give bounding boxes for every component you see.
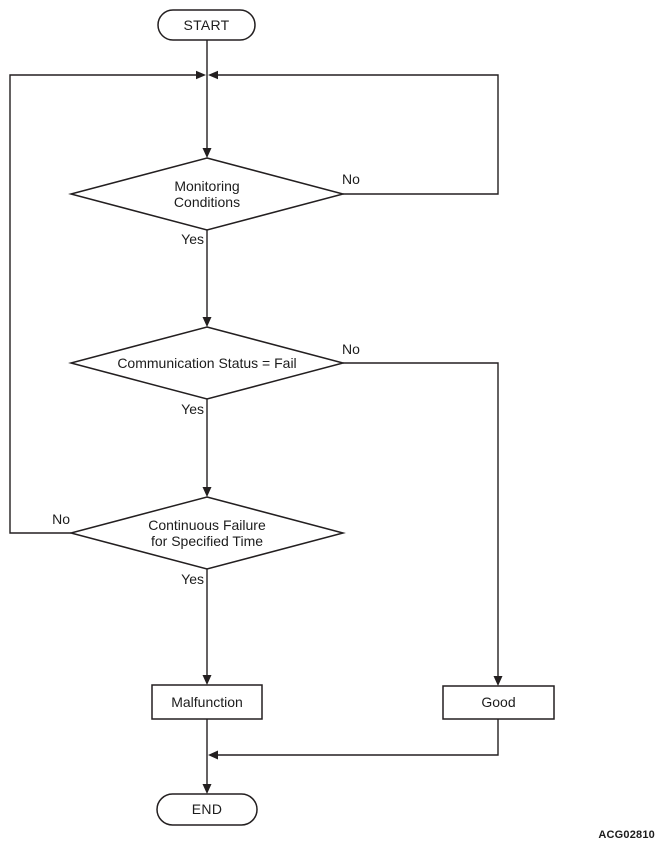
continuous-failure-label: Continuous Failure for Specified Time (107, 517, 307, 549)
arrowhead-into-monitoring (202, 148, 212, 158)
arrowhead-into-communication (202, 317, 212, 327)
decision-monitoring-conditions-shape (68, 157, 346, 231)
malfunction-process-label: Malfunction (171, 694, 243, 710)
continuous-failure-line1: Continuous Failure (148, 517, 266, 533)
process-malfunction-shape (151, 684, 263, 720)
process-good-shape (442, 685, 555, 720)
monitoring-conditions-line1: Monitoring (174, 178, 240, 194)
connector-continuous-no-loop (9, 74, 196, 534)
continuous-failure-line2: for Specified Time (150, 533, 264, 549)
terminal-end-shape (156, 793, 258, 826)
continuous-no-label: No (52, 511, 70, 527)
figure-code: ACG02810 (598, 829, 655, 841)
connector-monitoring-no-loop (218, 74, 499, 195)
good-process-label: Good (481, 694, 516, 710)
monitoring-conditions-label: Monitoring Conditions (107, 178, 307, 210)
continuous-yes-label: Yes (181, 571, 204, 587)
monitoring-yes-label: Yes (181, 231, 204, 247)
arrowhead-into-continuous (202, 487, 212, 497)
communication-status-label: Communication Status = Fail (117, 355, 297, 371)
arrowhead-into-end (202, 784, 212, 794)
terminal-start-shape (157, 9, 256, 41)
start-terminal-label: START (183, 17, 230, 33)
end-terminal-label: END (191, 801, 223, 817)
connector-communication-no-to-good (343, 362, 499, 676)
decision-communication-status-shape (68, 326, 346, 400)
arrowhead-left-into-junction (196, 70, 206, 80)
decision-continuous-failure-shape (68, 496, 346, 570)
communication-no-label: No (342, 341, 360, 357)
arrowhead-into-good (493, 676, 503, 686)
arrowhead-good-merge (208, 750, 218, 760)
arrowhead-into-malfunction (202, 675, 212, 685)
arrowhead-right-into-junction (208, 70, 218, 80)
monitoring-conditions-line2: Conditions (173, 194, 241, 210)
monitoring-no-label: No (342, 171, 360, 187)
connector-good-to-merge (218, 719, 499, 756)
communication-yes-label: Yes (181, 401, 204, 417)
